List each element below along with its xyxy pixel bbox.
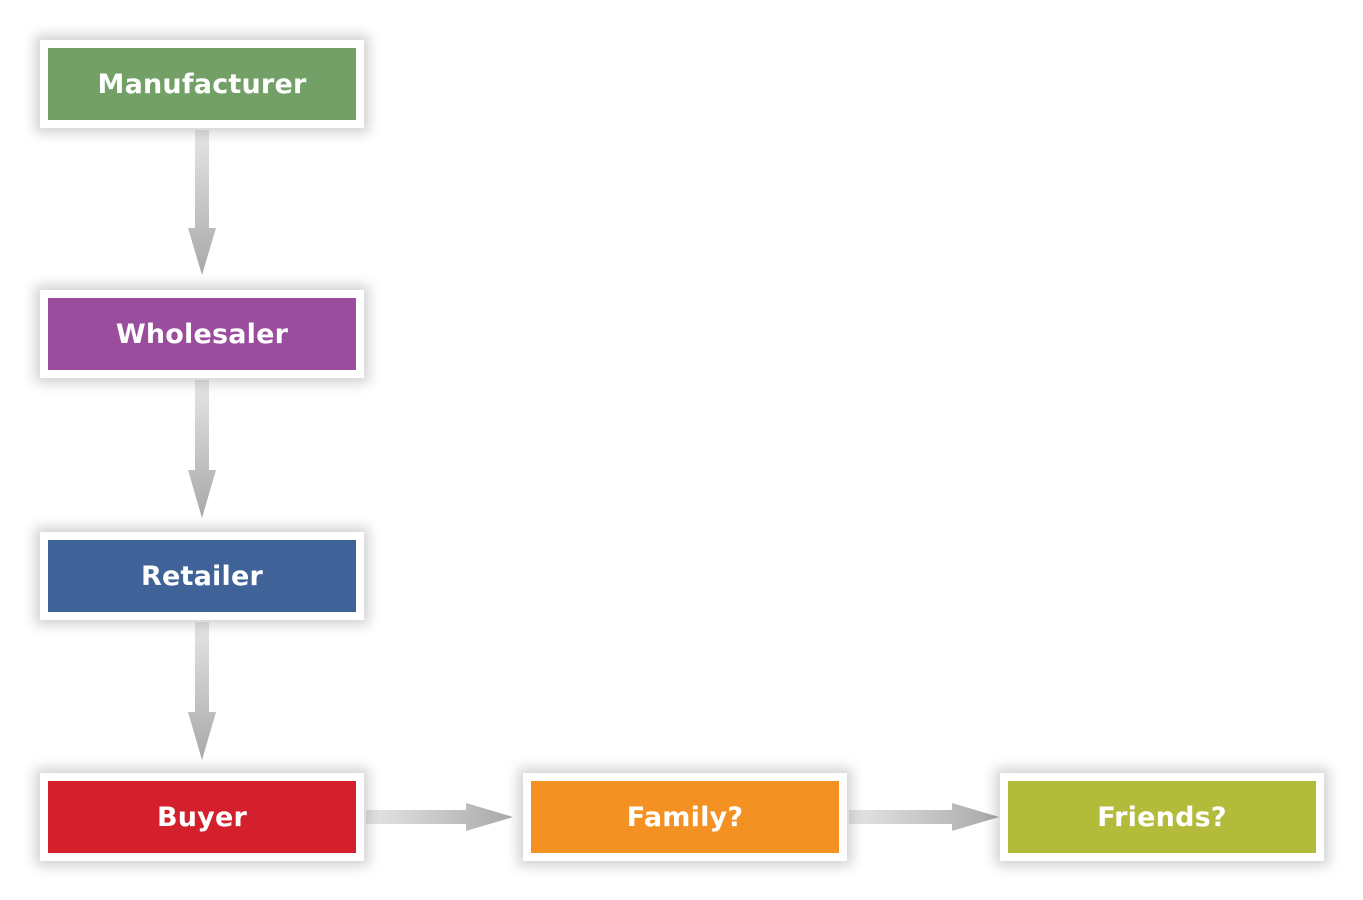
node-buyer-label: Buyer	[48, 781, 356, 853]
arrow-wholesaler-to-retailer	[188, 380, 216, 518]
node-retailer-label: Retailer	[48, 540, 356, 612]
node-family: Family?	[523, 773, 847, 861]
node-family-label: Family?	[531, 781, 839, 853]
arrow-manufacturer-to-wholesaler	[188, 130, 216, 275]
arrow-buyer-to-family	[366, 803, 513, 831]
arrow-retailer-to-buyer	[188, 622, 216, 760]
node-manufacturer: Manufacturer	[40, 40, 364, 128]
node-friends-label: Friends?	[1008, 781, 1316, 853]
node-manufacturer-label: Manufacturer	[48, 48, 356, 120]
node-friends: Friends?	[1000, 773, 1324, 861]
node-wholesaler-label: Wholesaler	[48, 298, 356, 370]
arrow-family-to-friends	[849, 803, 999, 831]
node-wholesaler: Wholesaler	[40, 290, 364, 378]
node-retailer: Retailer	[40, 532, 364, 620]
node-buyer: Buyer	[40, 773, 364, 861]
